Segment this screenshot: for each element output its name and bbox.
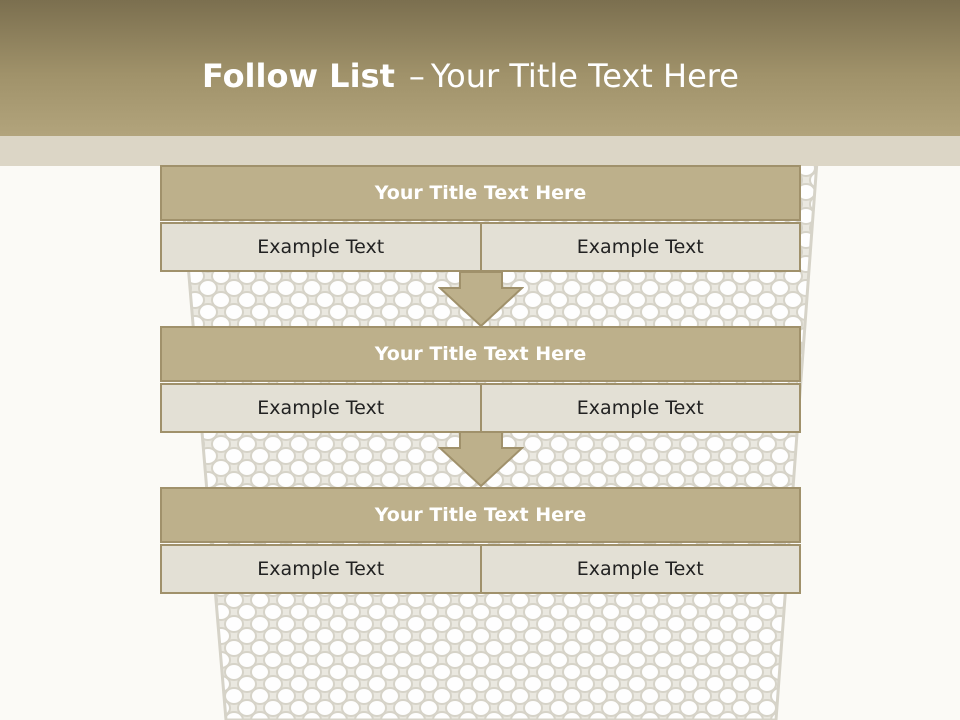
block-row: Example Text Example Text — [160, 383, 801, 433]
down-arrow-icon — [438, 432, 524, 488]
list-block-1: Your Title Text Here Example Text Exampl… — [160, 165, 801, 272]
block-title: Your Title Text Here — [160, 487, 801, 543]
list-block-2: Your Title Text Here Example Text Exampl… — [160, 326, 801, 433]
block-cell-left: Example Text — [160, 544, 482, 594]
title-separator: – — [408, 57, 425, 95]
block-cell-left: Example Text — [160, 383, 482, 433]
block-cell-right: Example Text — [481, 222, 801, 272]
page-title: Follow List–Your Title Text Here — [202, 54, 739, 98]
title-bold-part: Follow List — [202, 57, 395, 95]
block-row: Example Text Example Text — [160, 222, 801, 272]
block-cell-right: Example Text — [481, 544, 801, 594]
down-arrow-icon — [438, 272, 524, 328]
block-row: Example Text Example Text — [160, 544, 801, 594]
header-underline-strip — [0, 136, 960, 166]
list-block-3: Your Title Text Here Example Text Exampl… — [160, 487, 801, 594]
block-cell-right: Example Text — [481, 383, 801, 433]
block-title: Your Title Text Here — [160, 165, 801, 221]
block-title: Your Title Text Here — [160, 326, 801, 382]
block-cell-left: Example Text — [160, 222, 482, 272]
title-rest: Your Title Text Here — [430, 57, 739, 95]
header-band — [0, 0, 960, 136]
